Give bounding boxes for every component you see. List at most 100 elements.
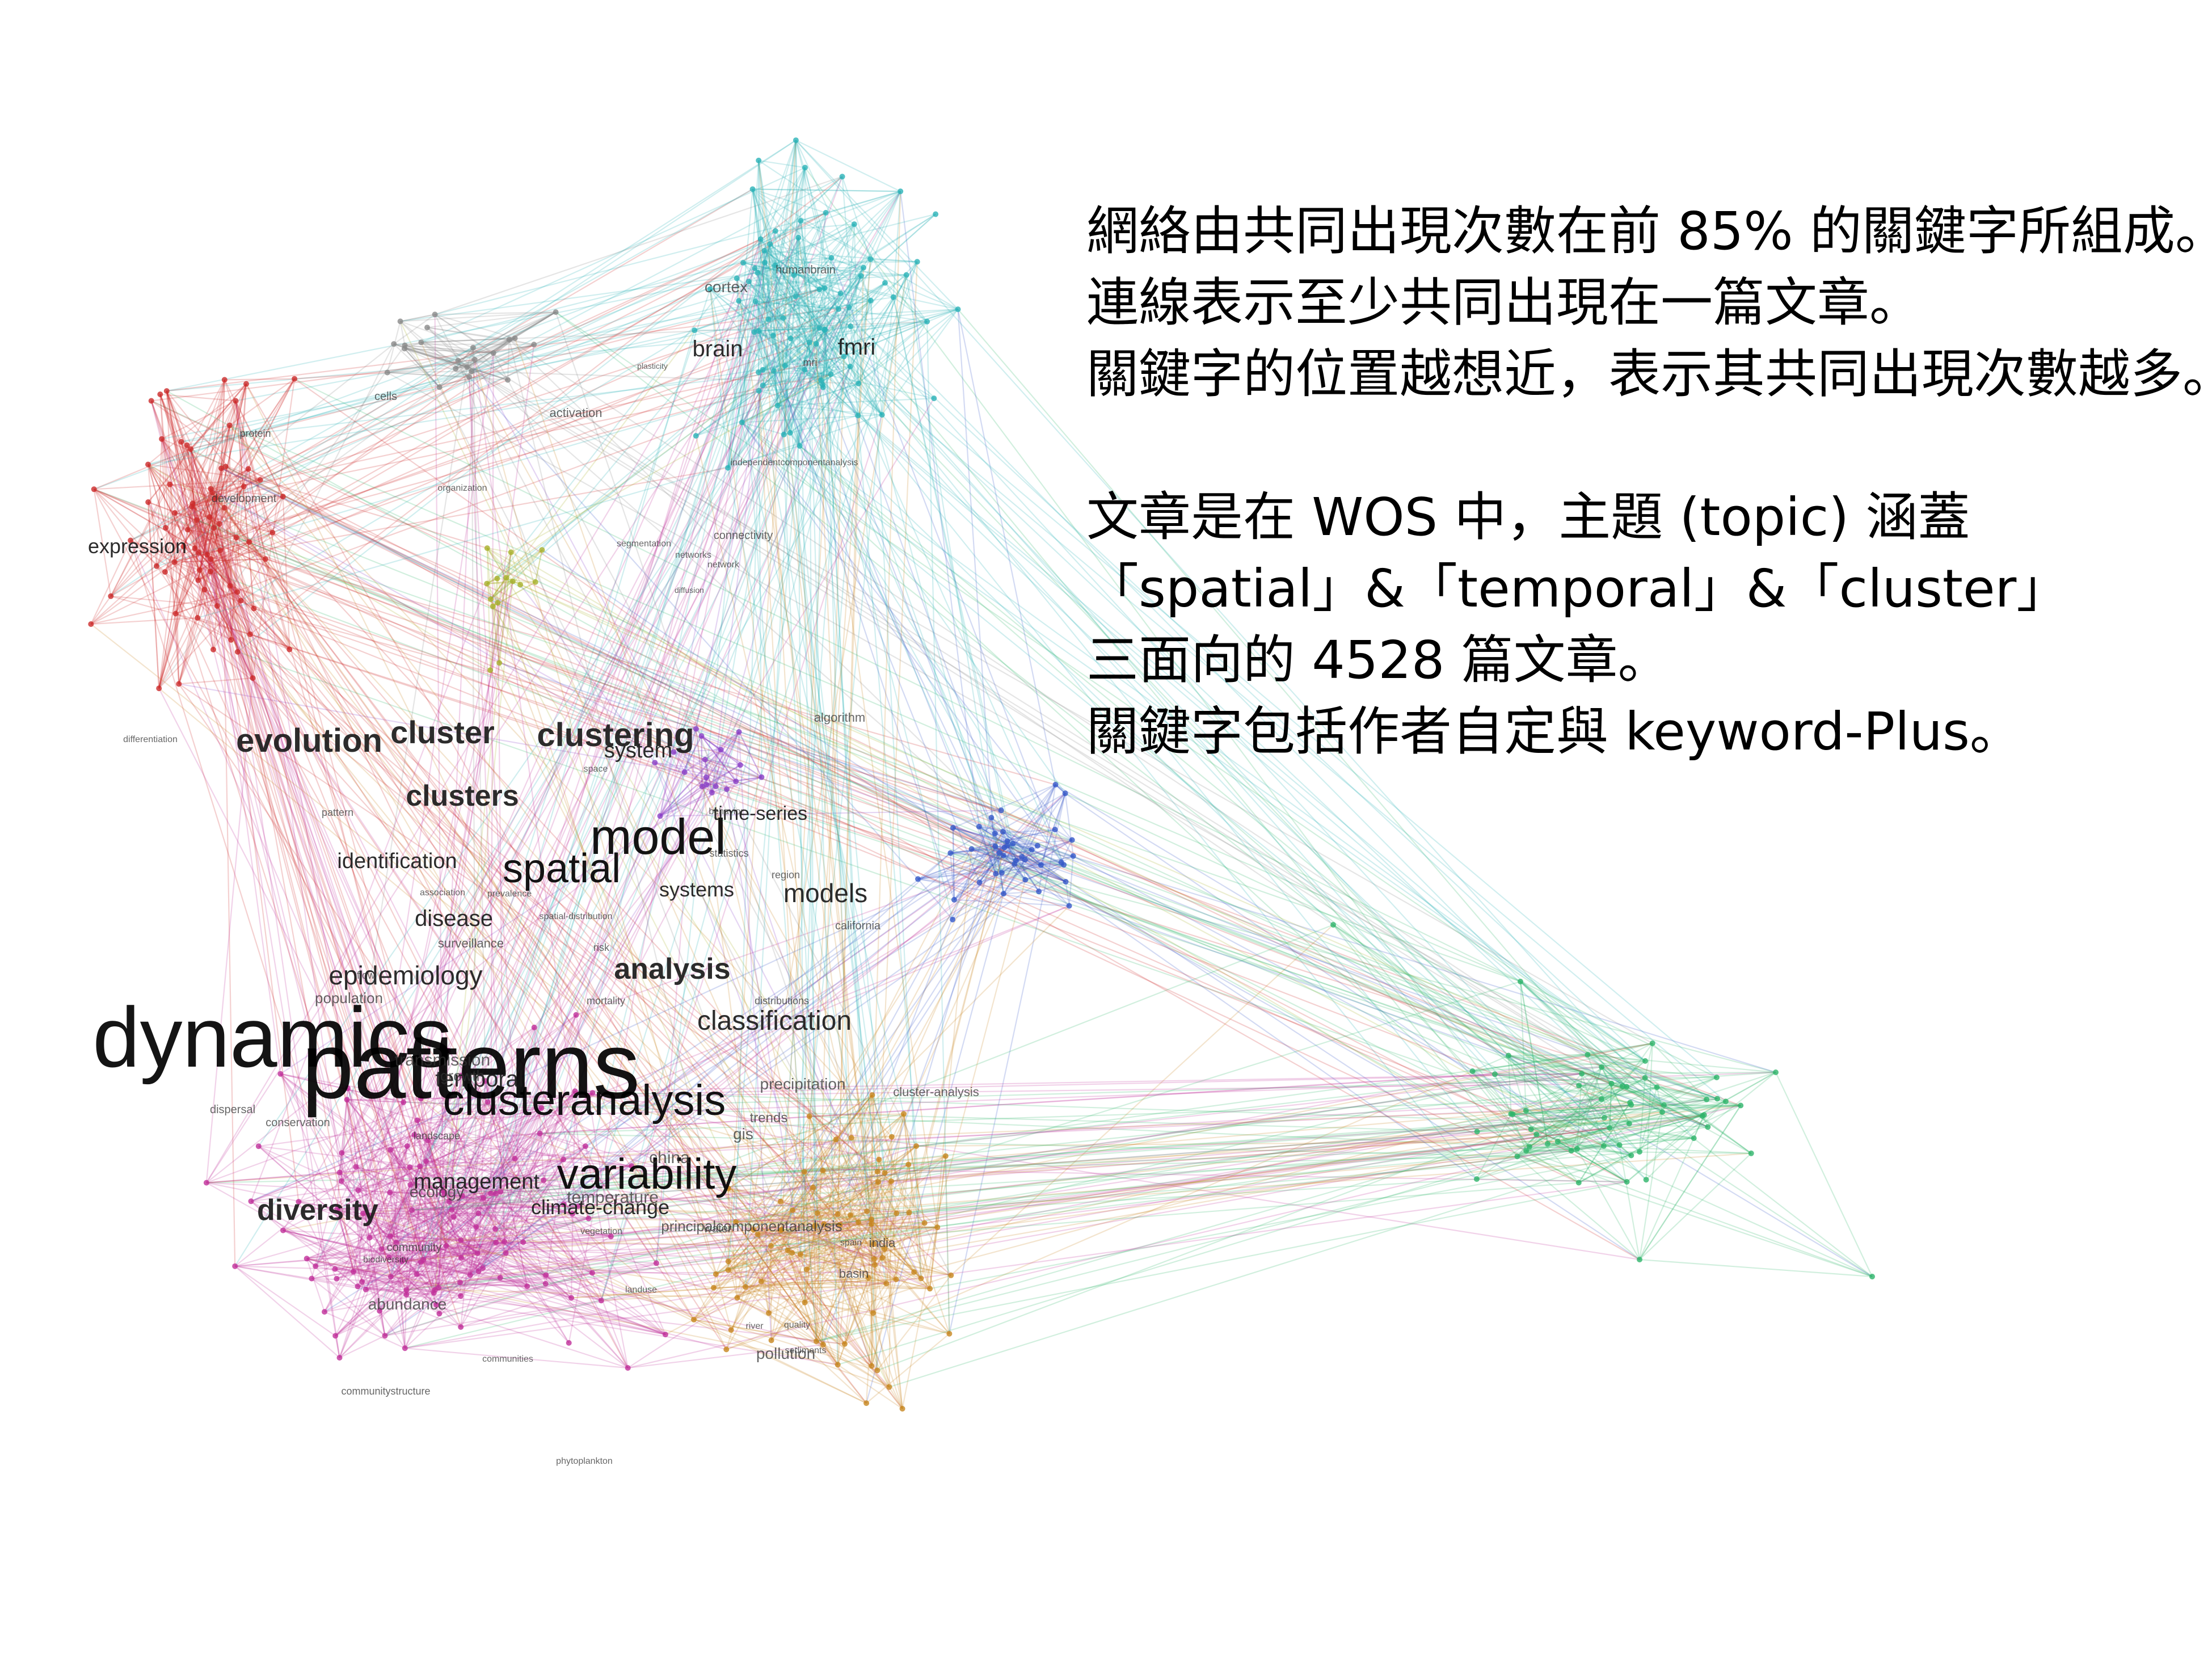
node — [387, 1233, 394, 1239]
node — [377, 1308, 383, 1314]
edge — [768, 1116, 810, 1313]
edge — [824, 329, 878, 1371]
edge — [212, 492, 231, 586]
edge — [206, 1136, 892, 1184]
edge — [1038, 881, 1066, 892]
edge — [774, 264, 797, 297]
keyword-landscape: landscape — [414, 1130, 460, 1142]
node — [425, 1138, 431, 1144]
edge — [1531, 1098, 1707, 1130]
edge — [451, 1209, 546, 1285]
edge — [369, 1014, 577, 1239]
edge — [809, 1115, 886, 1174]
edge — [444, 1193, 573, 1215]
edge — [800, 191, 901, 222]
edge — [814, 860, 1017, 1227]
edge — [1507, 1055, 1572, 1151]
edge — [806, 1085, 1623, 1270]
edge — [280, 786, 717, 1075]
edge — [575, 1090, 1640, 1261]
edge — [495, 275, 862, 1194]
edge — [336, 1208, 436, 1290]
edge — [757, 1136, 892, 1235]
node — [652, 760, 658, 766]
node — [197, 567, 203, 573]
edge — [1064, 793, 1527, 1111]
edge — [215, 468, 249, 499]
edge — [578, 1127, 1610, 1207]
edge — [1638, 1111, 1663, 1260]
edge — [768, 300, 871, 320]
edge — [523, 1241, 593, 1274]
edge — [795, 140, 959, 310]
edge — [460, 1075, 471, 1275]
edge — [174, 512, 266, 560]
edge — [759, 327, 820, 332]
node — [210, 646, 216, 652]
edge — [871, 1181, 892, 1220]
node — [366, 1235, 373, 1241]
edge — [777, 356, 845, 406]
edge — [823, 1146, 917, 1225]
edge — [726, 1278, 897, 1350]
edge — [1021, 793, 1066, 857]
edge — [336, 1208, 439, 1288]
edge — [150, 401, 189, 530]
edge — [191, 506, 238, 652]
node — [455, 357, 461, 364]
edge — [492, 606, 922, 1279]
edge — [815, 343, 852, 1138]
edge — [844, 1283, 887, 1345]
edge — [706, 764, 741, 786]
edge — [166, 390, 189, 530]
edge — [486, 548, 492, 600]
node — [839, 174, 845, 180]
node — [1701, 1112, 1707, 1118]
edge — [362, 1050, 449, 1214]
edge — [130, 540, 290, 650]
node — [702, 756, 708, 763]
edge — [745, 1286, 950, 1334]
edge — [727, 369, 806, 1270]
edge — [460, 1228, 496, 1328]
edge — [499, 552, 512, 663]
edge — [744, 1234, 759, 1287]
edge — [1622, 1085, 1703, 1117]
edge — [420, 342, 472, 372]
edge — [457, 360, 793, 1253]
edge — [175, 591, 238, 614]
edge — [165, 552, 199, 573]
edge — [627, 1210, 867, 1368]
edge — [174, 562, 232, 641]
keyword-activation: activation — [550, 406, 602, 420]
edge — [174, 552, 199, 563]
edge — [511, 551, 1579, 1184]
edge — [401, 1107, 542, 1262]
edge — [820, 326, 852, 381]
edge — [1012, 843, 1070, 907]
edge — [390, 1102, 405, 1150]
edge — [159, 394, 180, 684]
edge — [705, 759, 740, 766]
edge — [950, 852, 1776, 1073]
edge — [420, 1098, 593, 1274]
node — [1654, 1084, 1660, 1090]
edge — [212, 586, 231, 650]
edge — [673, 751, 706, 760]
node — [387, 1189, 393, 1195]
edge — [866, 1181, 892, 1212]
edge — [406, 1229, 781, 1291]
edge — [207, 554, 897, 1280]
edge — [390, 581, 513, 1237]
keyword-conservation: conservation — [266, 1117, 330, 1129]
edge — [758, 390, 852, 1138]
edge — [357, 1241, 505, 1287]
node — [629, 1163, 635, 1169]
node — [484, 580, 490, 587]
edge — [148, 502, 657, 1264]
edge — [384, 864, 1064, 1337]
edge — [781, 864, 1016, 1230]
edge — [406, 1241, 496, 1295]
node — [797, 1251, 803, 1257]
edge — [355, 1166, 478, 1254]
